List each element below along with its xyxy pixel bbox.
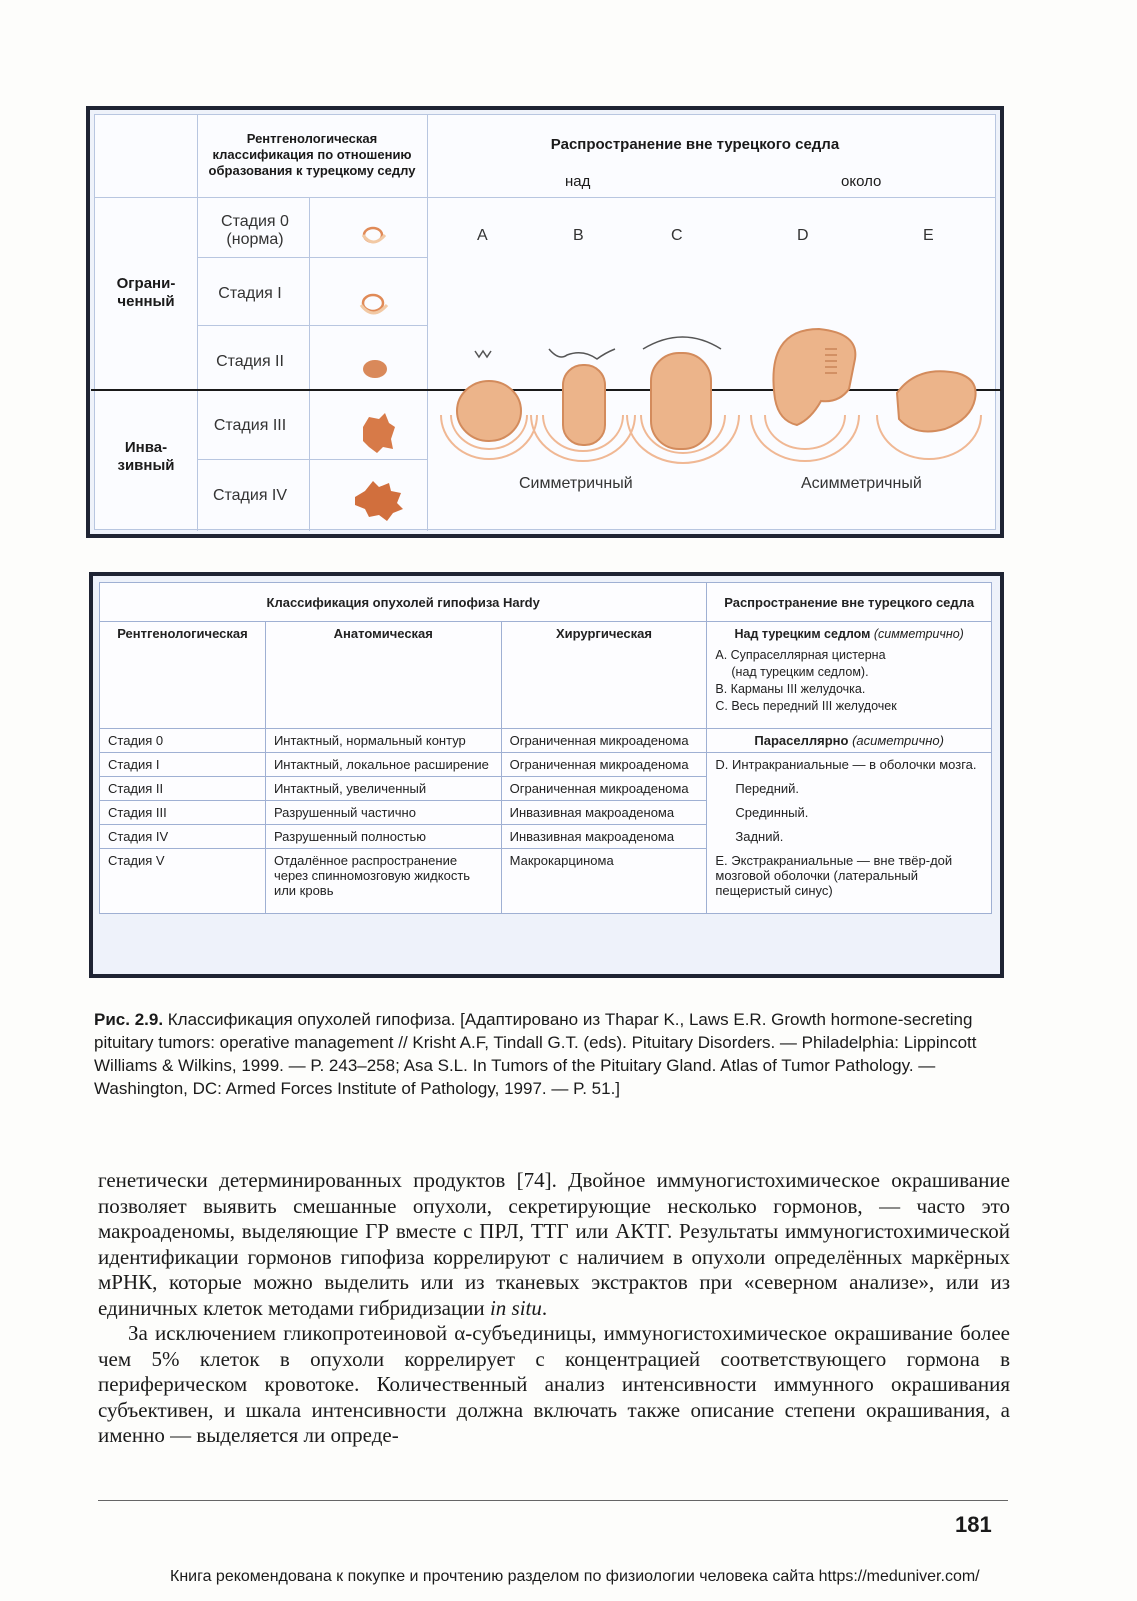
cell-stage: Стадия V	[100, 849, 266, 914]
cell-ext: D. Интракраниальные — в оболочки мозга.	[707, 753, 992, 777]
cell-ext: Передний.	[707, 777, 992, 801]
ext-para-cell: Параселлярно (асиметрично)	[707, 729, 992, 753]
caption-text: Классификация опухолей гипофиза. [Адапти…	[94, 1010, 977, 1098]
italic-term: in situ	[490, 1296, 542, 1320]
ext-above-cell: Над турецким седлом (симметрично) A. Суп…	[707, 622, 992, 729]
figure-classification-diagram: Рентгенологическая классификация по отно…	[86, 106, 1004, 538]
header-xray-classification: Рентгенологическая классификация по отно…	[199, 131, 425, 179]
table-row: Стадия III Разрушенный частично Инвазивн…	[100, 801, 992, 825]
footer-note: Книга рекомендована к покупке и прочтени…	[170, 1568, 980, 1586]
stage2-icon	[363, 360, 387, 378]
stage-label-4: Стадия IV	[205, 487, 295, 505]
cell-surg: Инвазивная макроаденома	[501, 801, 707, 825]
header-extension: Распространение вне турецкого седла	[495, 137, 895, 153]
row-label-limited: Ограни-ченный	[113, 275, 179, 311]
caption-label: Рис. 2.9.	[94, 1010, 163, 1029]
cell-stage: Стадия I	[100, 753, 266, 777]
table-row: Стадия V Отдалённое распространение чере…	[100, 849, 992, 914]
grid-line	[427, 115, 428, 531]
paragraph: За исключением гликопротеиновой α-субъед…	[98, 1321, 1010, 1449]
grid-line	[197, 115, 198, 531]
stage-label-1: Стадия I	[205, 285, 295, 303]
cell-anat: Разрушенный полностью	[265, 825, 501, 849]
grid-line	[309, 197, 310, 531]
letter-c: C	[671, 227, 683, 245]
cell-stage: Стадия IV	[100, 825, 266, 849]
stage-icons	[335, 207, 415, 527]
body-text: генетически детерминированных продуктов …	[98, 1168, 1010, 1449]
table-row: Стадия II Интактный, увеличенный Огранич…	[100, 777, 992, 801]
table-row: Стадия 0 Интактный, нормальный контур Ог…	[100, 729, 992, 753]
subheader-over: над	[565, 173, 590, 190]
cell-surg: Ограниченная микроаденома	[501, 729, 707, 753]
cell-ext: Срединный.	[707, 801, 992, 825]
stage-label-0: Стадия 0 (норма)	[205, 213, 305, 249]
cell-ext: Задний.	[707, 825, 992, 849]
cell-surg: Инвазивная макроаденома	[501, 825, 707, 849]
row-label-invasive: Инва-зивный	[113, 439, 179, 475]
ext-above-item: C. Весь передний III желудочек	[715, 698, 983, 715]
stage4-icon	[355, 481, 403, 521]
ext-above-item: A. Супраселлярная цистерна	[715, 647, 983, 664]
stage3-icon	[363, 413, 395, 453]
table-row: Стадия I Интактный, локальное расширение…	[100, 753, 992, 777]
cell-ext: E. Экстракраниальные — вне твёр-дой мозг…	[707, 849, 992, 914]
col-surgical: Хирургическая	[501, 622, 707, 729]
hardy-classification-table: Классификация опухолей гипофиза Hardy Ра…	[89, 572, 1004, 978]
title-extension: Распространение вне турецкого седла	[707, 583, 992, 622]
stage-label-3: Стадия III	[205, 417, 295, 435]
grid-line	[95, 197, 995, 198]
letter-e: E	[923, 227, 934, 245]
paragraph-text: генетически детерминированных продуктов …	[98, 1168, 1010, 1320]
page-number: 181	[955, 1512, 992, 1538]
cell-anat: Отдалённое распространение через спинном…	[265, 849, 501, 914]
paragraph: генетически детерминированных продуктов …	[98, 1168, 1010, 1321]
col-xray: Рентгенологическая	[100, 622, 266, 729]
cell-anat: Разрушенный частично	[265, 801, 501, 825]
cell-stage: Стадия II	[100, 777, 266, 801]
cell-stage: Стадия III	[100, 801, 266, 825]
ext-para-title: Параселлярно	[754, 733, 848, 748]
title-hardy: Классификация опухолей гипофиза Hardy	[100, 583, 707, 622]
cell-surg: Макрокарцинома	[501, 849, 707, 914]
cell-anat: Интактный, локальное расширение	[265, 753, 501, 777]
ext-above-item: (над турецким седлом).	[715, 664, 983, 681]
ext-para-note: (асиметрично)	[852, 733, 944, 748]
ext-above-note: (симметрично)	[874, 627, 964, 641]
stage-label-2: Стадия II	[205, 353, 295, 371]
cell-anat: Интактный, увеличенный	[265, 777, 501, 801]
table-title-row: Классификация опухолей гипофиза Hardy Ра…	[100, 583, 992, 622]
footer-rule	[98, 1500, 1008, 1501]
cell-surg: Ограниченная микроаденома	[501, 753, 707, 777]
table-header-row: Рентгенологическая Анатомическая Хирурги…	[100, 622, 992, 729]
table: Классификация опухолей гипофиза Hardy Ра…	[99, 582, 992, 914]
ext-above-title: Над турецким седлом	[735, 627, 871, 641]
subheader-around: около	[841, 173, 881, 190]
figure-caption: Рис. 2.9. Классификация опухолей гипофиз…	[94, 1008, 1010, 1100]
label-symmetric: Симметричный	[519, 475, 633, 493]
letter-d: D	[797, 227, 809, 245]
extension-illustrations	[431, 315, 991, 465]
cell-anat: Интактный, нормальный контур	[265, 729, 501, 753]
ext-above-item: B. Карманы III желудочка.	[715, 681, 983, 698]
letter-a: A	[477, 227, 488, 245]
table-row: Стадия IV Разрушенный полностью Инвазивн…	[100, 825, 992, 849]
col-anatomical: Анатомическая	[265, 622, 501, 729]
cell-stage: Стадия 0	[100, 729, 266, 753]
cell-surg: Ограниченная микроаденома	[501, 777, 707, 801]
letter-b: B	[573, 227, 584, 245]
label-asymmetric: Асимметричный	[801, 475, 922, 493]
